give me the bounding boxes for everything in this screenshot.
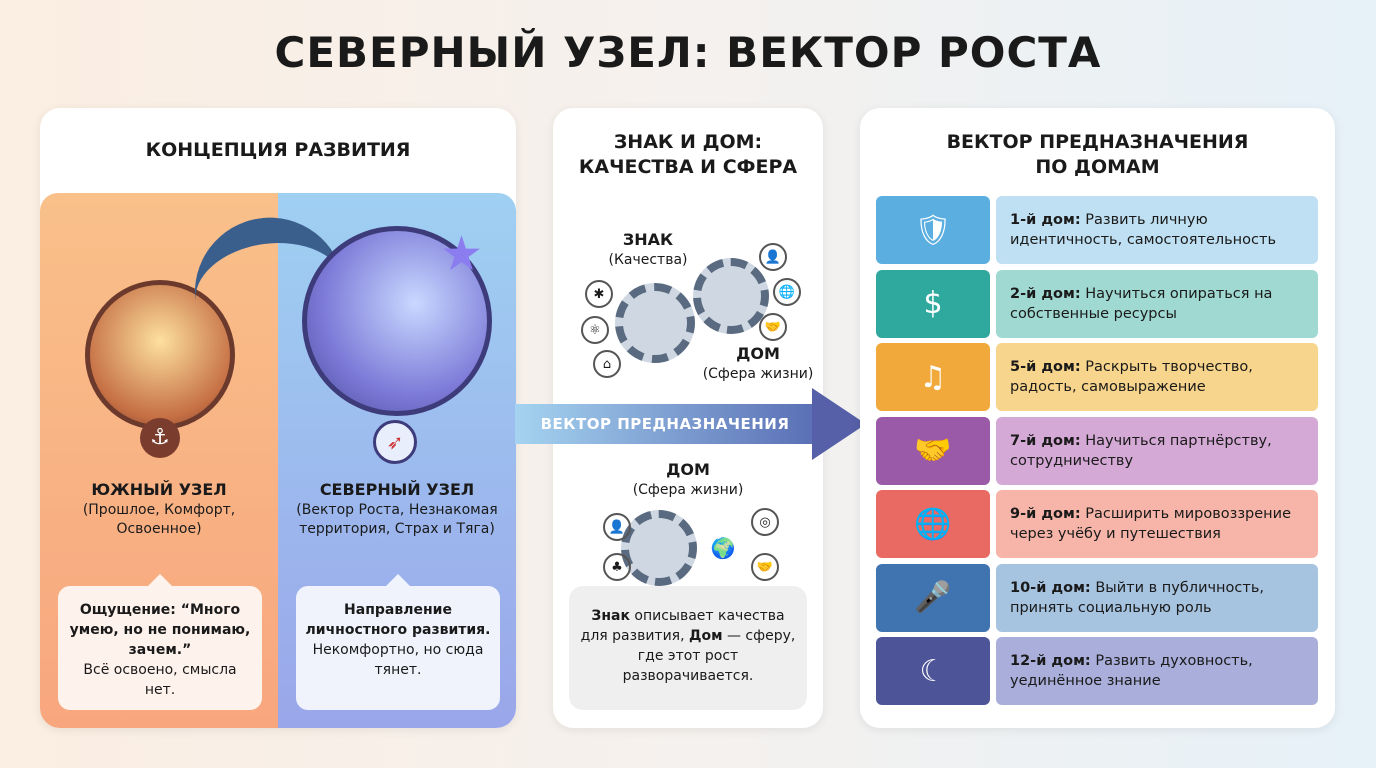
gear-house-icon [693,258,769,334]
house-number: 5-й дом: [1010,359,1081,375]
house-number: 10-й дом: [1010,579,1091,596]
sign-house-header: ЗНАК И ДОМ: КАЧЕСТВА И СФЕРА [578,131,798,178]
house-text: 5-й дом: Раскрыть творчество, радость, с… [996,343,1318,411]
gear-house-icon [621,510,697,586]
sign-house-note: Знак описывает качества для развития, До… [569,586,807,710]
concept-card: КОНЦЕПЦИЯ РАЗВИТИЯ ⚓ ★ ➶ ЮЖНЫЙ УЗЕЛ(Прош… [40,108,516,728]
house-row: 🤝 7-й дом: Научиться партнёрству, сотруд… [876,416,1318,485]
house-goal: Расширить мировоззрение через учёбу и пу… [1010,506,1291,542]
house-text: 10-й дом: Выйти в публичность, принять с… [996,563,1318,632]
south-bubble: Ощущение: “Много умею, но не понимаю, за… [58,574,262,710]
house-number: 12-й дом: [1010,653,1091,669]
house-label: ДОМ(Сфера жизни) [702,344,814,382]
person-icon: 👤 [759,243,787,271]
handshake-icon: 🤝 [876,416,990,485]
person-icon: 👤 [603,513,631,541]
house-text: 9-й дом: Расширить мировоззрение через у… [996,490,1318,558]
house-number: 9-й дом: [1010,506,1081,522]
houses-header: ВЕКТОР ПРЕДНАЗНАЧЕНИЯ ПО ДОМАМ [946,131,1249,178]
house-text: 2-й дом: Научиться опираться на собствен… [996,269,1318,338]
house-text: 1-й дом: Развить личную идентичность, са… [996,196,1318,264]
meditation-moon-eye-icon: ☾ [876,637,990,705]
book-globe-icon: 🌐 [876,490,990,558]
arrow-head-icon [812,388,866,460]
house-row: ♫ 5-й дом: Раскрыть творчество, радость,… [876,343,1318,411]
north-label: СЕВЕРНЫЙ УЗЕЛ(Вектор Роста, Незнакомая т… [296,480,498,537]
house-row: ☾ 12-й дом: Развить духовность, уединённ… [876,637,1318,705]
house-goal: Научиться партнёрству, сотрудничеству [1010,432,1272,469]
sign-label: ЗНАК(Качества) [608,230,688,268]
house-text: 12-й дом: Развить духовность, уединённое… [996,637,1318,705]
house-row: 🎤 10-й дом: Выйти в публичность, принять… [876,563,1318,632]
anchor-icon: ⚓ [140,418,180,458]
handshake-icon: 🤝 [759,313,787,341]
house-goal: Раскрыть творчество, радость, самовыраже… [1010,359,1253,395]
bug-icon: ✱ [585,280,613,308]
person-shield-icon: 🛡 [876,196,990,264]
house-goal: Выйти в публичность, принять социальную … [1010,579,1264,616]
tree-icon: ♣ [603,553,631,581]
house-goal: Научиться опираться на собственные ресур… [1010,285,1273,322]
globe-icon: 🌍 [710,536,736,560]
house-goal: Развить личную идентичность, самостоятел… [1010,212,1276,248]
handshake-icon: 🤝 [751,553,779,581]
shoe-icon: ⌂ [593,350,621,378]
spiral-icon: ◎ [751,508,779,536]
house-text: 7-й дом: Научиться партнёрству, сотрудни… [996,416,1318,485]
house-number: 2-й дом: [1010,285,1081,302]
hand-plant-coin-icon: $ [876,269,990,338]
page-title: СЕВЕРНЫЙ УЗЕЛ: ВЕКТОР РОСТА [274,28,1102,77]
house-number: 7-й дом: [1010,432,1081,449]
houses-card: ВЕКТОР ПРЕДНАЗНАЧЕНИЯ ПО ДОМАМ 🛡 1-й дом… [860,108,1335,728]
brush-music-mask-icon: ♫ [876,343,990,411]
compass-icon: ➶ [373,420,417,464]
north-path-icon [302,226,492,416]
north-bubble: Направление личностного развития.Некомфо… [296,574,500,710]
podium-speaker-icon: 🎤 [876,563,990,632]
concept-header: КОНЦЕПЦИЯ РАЗВИТИЯ [145,139,411,161]
molecule-icon: ⚛ [581,316,609,344]
house-goal: Развить духовность, уединённое знание [1010,653,1253,689]
star-icon: ★ [440,226,484,282]
south-label: ЮЖНЫЙ УЗЕЛ(Прошлое, Комфорт, Освоенное) [82,480,236,537]
house-row: $ 2-й дом: Научиться опираться на собств… [876,269,1318,338]
house2-label: ДОМ(Сфера жизни) [632,460,744,498]
house-number: 1-й дом: [1010,212,1081,228]
house-row: 🛡 1-й дом: Развить личную идентичность, … [876,196,1318,264]
house-row: 🌐 9-й дом: Расширить мировоззрение через… [876,490,1318,558]
destiny-vector-label: ВЕКТОР ПРЕДНАЗНАЧЕНИЯ [540,415,790,433]
globe-icon: 🌐 [773,278,801,306]
destiny-vector-arrow: ВЕКТОР ПРЕДНАЗНАЧЕНИЯ [515,404,815,444]
gear-icon [615,283,695,363]
